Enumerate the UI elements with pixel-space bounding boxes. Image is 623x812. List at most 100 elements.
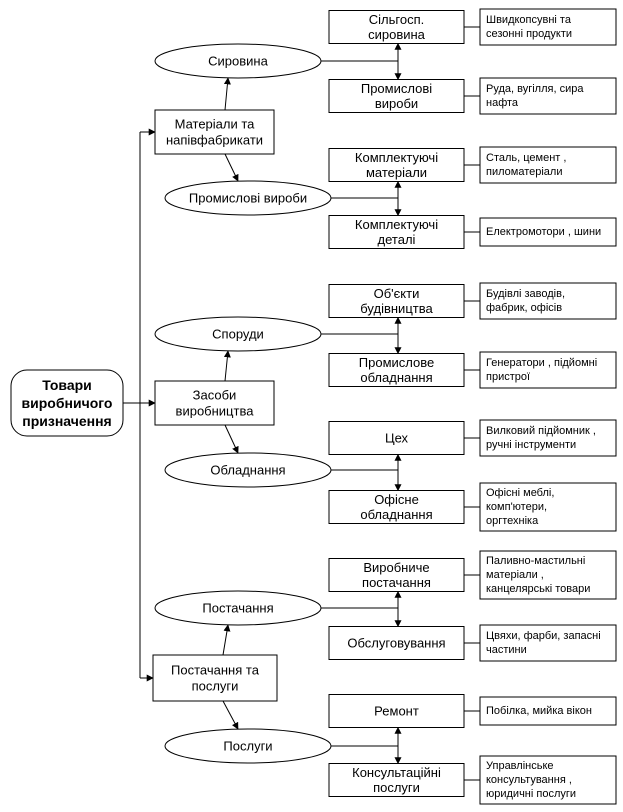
description-box — [479, 282, 617, 320]
group-box — [152, 654, 278, 702]
subcategory-ellipse — [154, 43, 322, 79]
item-label: вироби — [375, 96, 418, 111]
group-label: виробництва — [176, 404, 255, 419]
item-box — [328, 215, 465, 249]
group-label: Матеріали та — [175, 117, 256, 132]
group-to-subcategory-arrow — [223, 77, 231, 111]
item-box — [328, 558, 465, 592]
group-label: напівфабрикати — [166, 133, 263, 148]
group-to-subcategory-arrow — [224, 153, 239, 182]
description-text: Сталь, цемент , — [486, 152, 566, 164]
description-text: Офісні меблі, — [486, 487, 554, 499]
nodes: Товари виробничого призначення Матеріали та… — [10, 8, 617, 805]
description-box — [479, 624, 617, 662]
description-box — [479, 482, 617, 532]
group-label: Засоби — [193, 388, 237, 403]
description-text: Руда, вугілля, сира — [486, 83, 584, 95]
description-text: комп'ютери, — [486, 501, 547, 513]
description-text: Цвяхи, фарби, запасні — [486, 630, 601, 642]
group-to-subcategory-arrow — [223, 350, 231, 382]
item-box — [328, 284, 465, 318]
description-box — [479, 696, 617, 726]
subcategory-ellipse — [154, 316, 322, 352]
item-label: деталі — [378, 232, 416, 247]
description-text: Будівлі заводів, — [486, 288, 565, 300]
description-box — [479, 146, 617, 184]
item-label: Комплектуючі — [355, 217, 438, 232]
description-text: консультування , — [486, 774, 572, 786]
group-label: послуги — [192, 679, 239, 694]
item-label: Промислове — [359, 355, 434, 370]
item-box — [328, 763, 465, 797]
item-box — [328, 626, 465, 660]
subcategory-label: Споруди — [212, 327, 264, 342]
item-box — [328, 694, 465, 728]
item-box — [328, 148, 465, 182]
item-label: постачання — [362, 575, 431, 590]
root-node-label: призначення — [22, 413, 111, 429]
description-text: Побілка, мийка вікон — [486, 705, 592, 717]
item-label: Ремонт — [374, 704, 419, 719]
description-text: нафта — [486, 97, 519, 109]
description-text: оргтехніка — [486, 515, 539, 527]
description-box — [479, 351, 617, 389]
item-label: послуги — [373, 780, 420, 795]
root-node-label: Товари — [42, 377, 92, 393]
item-label: обладнання — [360, 507, 432, 522]
item-label: Сільгосп. — [369, 12, 424, 27]
group-to-subcategory-arrow — [224, 424, 239, 454]
description-text: Паливно-мастильні — [486, 555, 585, 567]
connectors — [123, 26, 480, 781]
description-box — [479, 217, 617, 247]
root-node — [10, 369, 124, 437]
item-label: матеріали — [366, 165, 427, 180]
item-label: Консультаційні — [352, 765, 441, 780]
item-label: сировина — [368, 27, 426, 42]
subcategory-label: Послуги — [223, 739, 272, 754]
subcategory-label: Постачання — [202, 601, 273, 616]
subcategory-ellipse — [164, 180, 332, 216]
group-to-subcategory-arrow — [222, 700, 239, 730]
description-text: Електромотори , шини — [486, 226, 601, 238]
subcategory-ellipse — [154, 590, 322, 626]
description-text: сезонні продукти — [486, 28, 572, 40]
subcategory-label: Обладнання — [210, 463, 285, 478]
description-text: фабрик, офісів — [486, 302, 562, 314]
item-label: Промислові — [361, 81, 432, 96]
group-to-subcategory-arrow — [222, 624, 231, 656]
item-box — [328, 79, 465, 113]
description-text: матеріали , — [486, 569, 544, 581]
subcategory-label: Промислові вироби — [189, 191, 307, 206]
subcategory-ellipse — [164, 452, 332, 488]
item-label: Комплектуючі — [355, 150, 438, 165]
description-text: пиломатеріали — [486, 166, 562, 178]
item-box — [328, 421, 465, 455]
group-label: Постачання та — [171, 663, 260, 678]
description-box — [479, 550, 617, 600]
group-box — [154, 380, 275, 426]
description-text: Швидкопсувні та — [486, 14, 572, 26]
item-box — [328, 10, 465, 44]
description-box — [479, 8, 617, 46]
root-node-label: виробничого — [22, 395, 113, 411]
description-box — [479, 419, 617, 457]
description-text: пристрої — [486, 371, 530, 383]
description-text: Генератори , підйомні — [486, 357, 597, 369]
description-box — [479, 77, 617, 115]
item-box — [328, 490, 465, 524]
subcategory-label: Сировина — [208, 54, 268, 69]
description-text: частини — [486, 644, 527, 656]
item-label: Цех — [385, 431, 409, 446]
description-box — [479, 755, 617, 805]
item-label: обладнання — [360, 370, 432, 385]
description-text: Управлінське — [486, 760, 554, 772]
item-label: Обслуговування — [347, 636, 445, 651]
item-label: будівництва — [360, 301, 433, 316]
description-text: ручні інструменти — [486, 439, 576, 451]
description-text: Вилковий підйомник , — [486, 425, 596, 437]
item-box — [328, 353, 465, 387]
description-text: канцелярські товари — [486, 583, 590, 595]
subcategory-ellipse — [164, 728, 332, 764]
item-label: Об'єкти — [374, 286, 420, 301]
